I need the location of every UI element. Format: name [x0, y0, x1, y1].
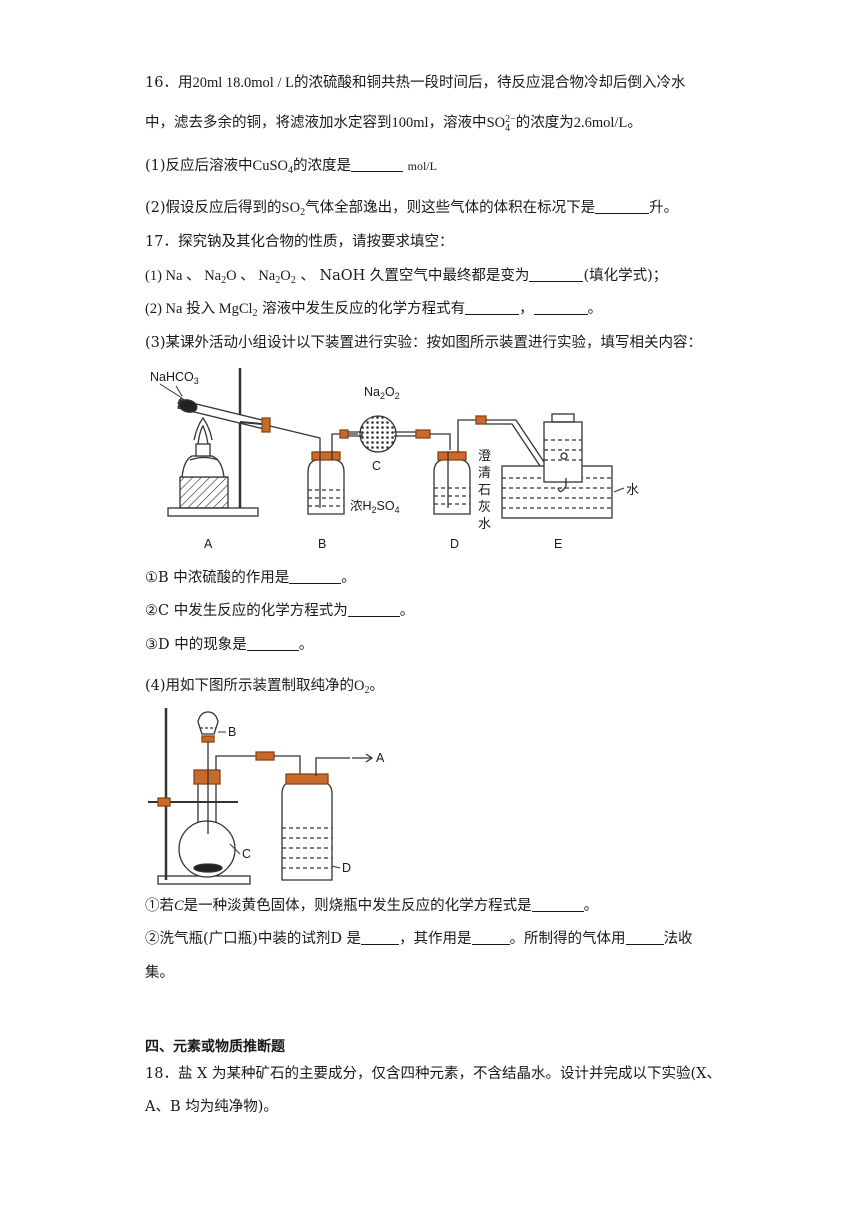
answer-blank[interactable]: [529, 267, 584, 282]
q16-line1: 16．用20ml 18.0mol / L的浓硫酸和铜共热一段时间后，待反应混合物…: [145, 75, 686, 91]
q17-part2: (2) Na 投入 MgCl2 溶液中发生反应的化学方程式有，。: [145, 300, 603, 319]
q17-title: 17．探究钠及其化合物的性质，请按要求填空：: [145, 234, 454, 250]
svg-text:清: 清: [478, 465, 491, 480]
label-e: E: [554, 537, 562, 551]
q17-sub2: ②C 中发生反应的化学方程式为。: [145, 602, 415, 619]
answer-blank[interactable]: [351, 157, 404, 172]
svg-text:澄: 澄: [478, 448, 491, 463]
svg-text:灰: 灰: [478, 499, 491, 514]
apparatus-e: [501, 413, 613, 519]
q17-sub4: ①若C是一种淡黄色固体，则烧瓶中发生反应的化学方程式是。: [145, 897, 599, 914]
apparatus-c: [339, 415, 451, 453]
sulfate-ion: SO2−4: [486, 114, 516, 134]
section-heading: 四、元素或物质推断题: [145, 1039, 285, 1055]
q17-part3: (3)某课外活动小组设计以下装置进行实验：按如图所示装置进行实验，填写相关内容：: [145, 335, 703, 351]
apparatus-a: [167, 368, 321, 517]
apparatus-figure-2: B A C D: [148, 708, 385, 885]
q16-part1: (1)反应后溶液中CuSO4的浓度是 mol/L: [145, 157, 437, 176]
q16-concentration: 20ml 18.0mol / L: [192, 75, 294, 91]
svg-text:石: 石: [478, 482, 491, 497]
q18-line2: A、B 均为纯净物)。: [145, 1099, 278, 1115]
label-d: D: [450, 537, 459, 551]
svg-text:水: 水: [478, 516, 491, 531]
apparatus-figure-1: NaHCO3 浓H2SO4 Na2O2 C 澄 清: [150, 368, 639, 551]
na2o2-label: Na2O2: [364, 385, 400, 401]
label-d: D: [342, 861, 351, 875]
h2so4-label: 浓H2SO4: [350, 499, 400, 515]
limewater-label: 澄 清 石 灰 水: [478, 448, 491, 531]
q17-sub3: ③D 中的现象是。: [145, 636, 314, 653]
apparatus-b: [307, 433, 345, 515]
answer-blank[interactable]: [289, 569, 342, 584]
label-c: C: [242, 847, 251, 861]
label-c: C: [372, 459, 381, 473]
q17-part1: (1) Na 、 Na2O 、 Na2O2 、 NaOH 久置空气中最终都是变为…: [145, 267, 668, 286]
label-a: A: [376, 751, 385, 765]
answer-blank[interactable]: [471, 930, 510, 945]
q17-sub1: ①B 中浓硫酸的作用是。: [145, 569, 356, 586]
label-b: B: [228, 725, 236, 739]
q17-sub5: ②洗气瓶(广口瓶)中装的试剂D 是，其作用是。所制得的气体用法收: [145, 930, 693, 947]
nahco3-label: NaHCO3: [150, 370, 199, 386]
answer-blank[interactable]: [533, 300, 588, 315]
water-label: 水: [626, 482, 639, 497]
q17-part4: (4)用如下图所示装置制取纯净的O2。: [145, 678, 385, 696]
answer-blank[interactable]: [246, 636, 299, 651]
q16-part2: (2)假设反应后得到的SO2气体全部逸出，则这些气体的体积在标况下是升。: [145, 199, 679, 218]
answer-blank[interactable]: [625, 930, 664, 945]
answer-blank[interactable]: [465, 300, 520, 315]
q17-sub5-cont: 集。: [145, 965, 174, 981]
answer-blank[interactable]: [531, 897, 584, 912]
label-b: B: [318, 537, 326, 551]
answer-blank[interactable]: [361, 930, 400, 945]
q18-line1: 18．盐 X 为某种矿石的主要成分，仅含四种元素，不含结晶水。设计并完成以下实验…: [145, 1066, 721, 1082]
label-a: A: [204, 537, 213, 551]
answer-blank[interactable]: [595, 199, 650, 214]
answer-blank[interactable]: [347, 602, 400, 617]
